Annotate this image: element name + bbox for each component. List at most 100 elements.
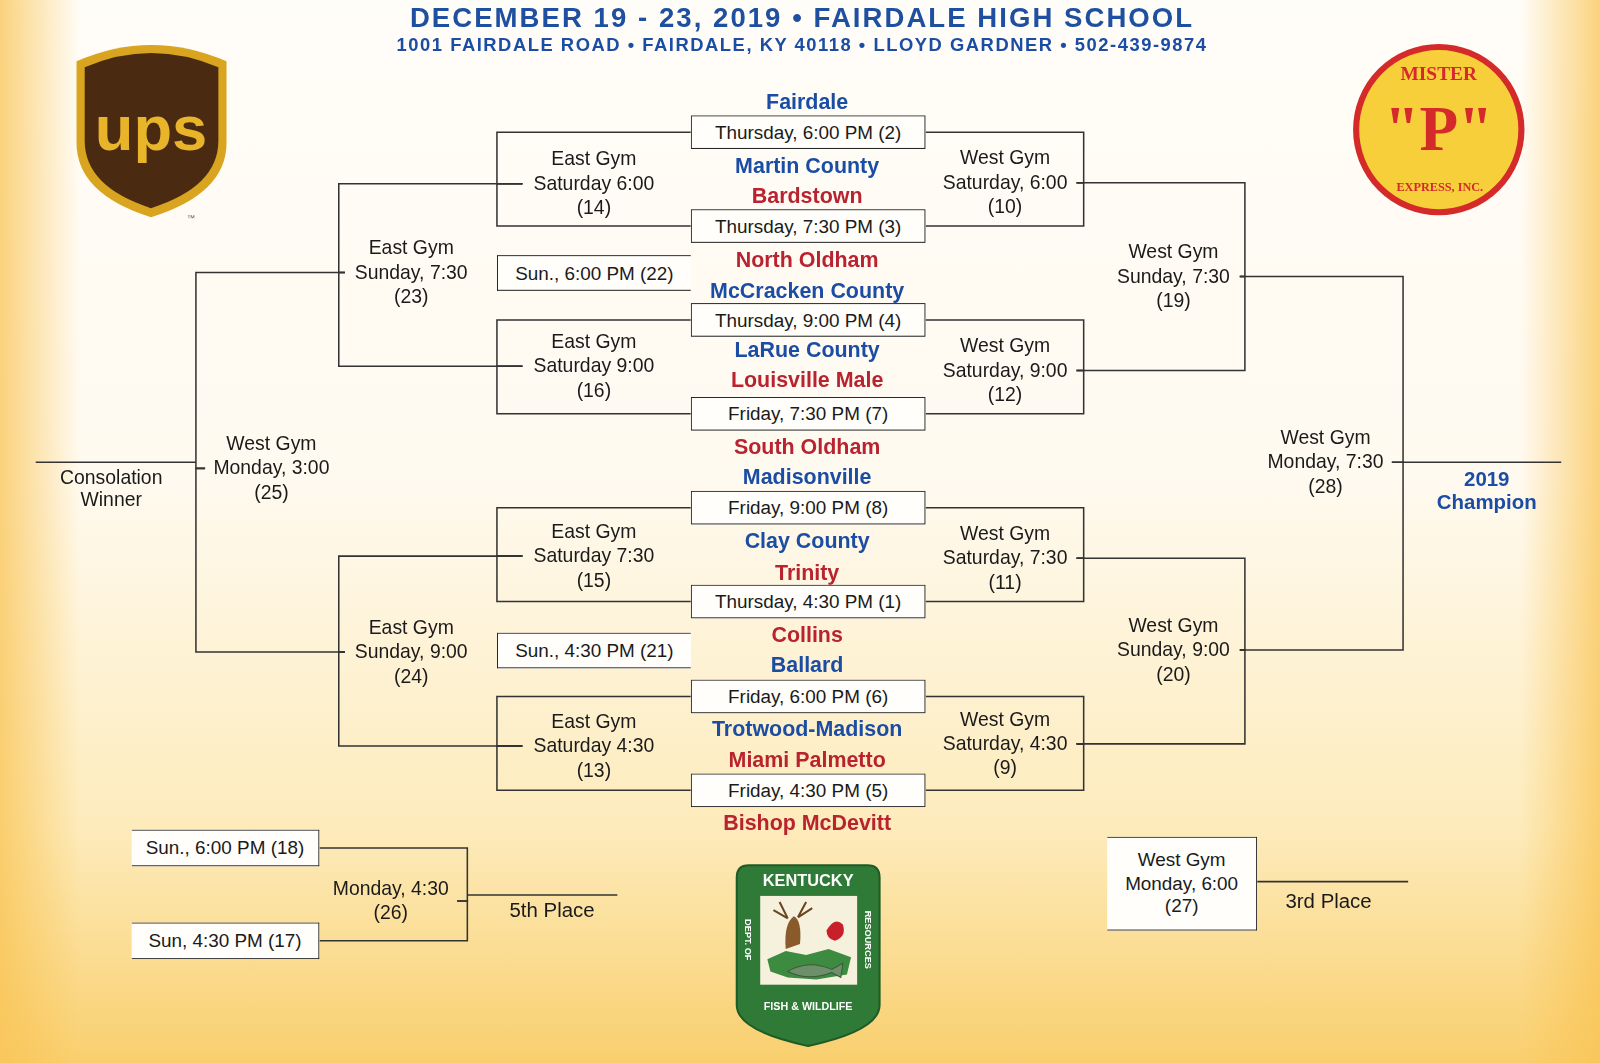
game-text: West Gym Saturday, 4:30 (9) <box>934 708 1077 781</box>
third-place-line <box>1257 881 1408 883</box>
team-name: Trinity <box>775 560 839 585</box>
game-box: Sun, 4:30 PM (17) <box>132 922 320 959</box>
game-text: Sun, 4:30 PM (17) <box>148 930 301 952</box>
game-text: Thursday, 9:00 PM (4) <box>715 309 901 331</box>
game-text: West Gym Sunday, 7:30 (19) <box>1107 240 1240 313</box>
game-text: East Gym Saturday 9:00 (16) <box>522 330 665 403</box>
bracket-line <box>339 272 523 366</box>
game-text: Friday, 9:00 PM (8) <box>728 496 888 518</box>
game-text: East Gym Sunday, 7:30 (23) <box>345 236 478 309</box>
game-text: East Gym Sunday, 9:00 (24) <box>345 616 478 689</box>
game-text: West Gym Sunday, 9:00 (20) <box>1107 614 1240 687</box>
game-info: East Gym Saturday 7:30 (15) <box>522 520 665 593</box>
game-text: Monday, 4:30 (26) <box>324 877 457 925</box>
antlers <box>773 902 812 918</box>
game-box: Sun., 4:30 PM (21) <box>497 633 691 669</box>
game-box: Friday, 9:00 PM (8) <box>691 491 926 525</box>
game-text: Friday, 6:00 PM (6) <box>728 685 888 707</box>
trademark: ™ <box>187 214 195 223</box>
logo-text: ups <box>95 92 207 165</box>
game-text: West Gym Saturday, 6:00 (10) <box>934 146 1077 219</box>
game-box: Thursday, 7:30 PM (3) <box>691 209 926 243</box>
game-info: East Gym Saturday 4:30 (13) <box>522 710 665 783</box>
game-text: Sun., 6:00 PM (22) <box>515 262 673 284</box>
badge-panel <box>760 896 857 985</box>
bracket-line <box>339 184 523 273</box>
title: DECEMBER 19 - 23, 2019 • FAIRDALE HIGH S… <box>410 3 1194 35</box>
game-box: Sun., 6:00 PM (22) <box>497 255 691 291</box>
team-name: Louisville Male <box>731 367 883 392</box>
game-box: Friday, 4:30 PM (5) <box>691 773 926 807</box>
fish-wildlife-badge <box>737 865 880 1046</box>
team-name: Madisonville <box>743 464 872 489</box>
address-line: 1001 FAIRDALE ROAD • FAIRDALE, KY 40118 … <box>397 34 1208 55</box>
team-name: Collins <box>771 622 842 647</box>
team-name: Martin County <box>735 154 879 179</box>
game-text: West Gym Saturday, 9:00 (12) <box>934 334 1077 407</box>
bass-fish <box>788 963 843 977</box>
game-text: Thursday, 6:00 PM (2) <box>715 121 901 143</box>
game-box: West Gym Monday, 6:00 (27) <box>1107 837 1257 931</box>
game-text: Sun., 4:30 PM (21) <box>515 639 673 661</box>
team-name: South Oldham <box>734 435 880 460</box>
logo-text: MISTER <box>1401 62 1477 84</box>
deer <box>785 916 800 949</box>
game-info: Monday, 4:30 (26) <box>324 877 457 925</box>
game-info: West Gym Monday, 3:00 (25) <box>205 432 338 505</box>
consolation-line <box>36 461 196 463</box>
fifth-place-line <box>467 894 617 896</box>
bracket-line <box>1077 558 1245 650</box>
game-text: West Gym Monday, 3:00 (25) <box>205 432 338 505</box>
team-name: Trotwood-Madison <box>712 716 902 741</box>
logo-text: "P" <box>1384 93 1493 166</box>
team-name: Ballard <box>771 653 844 678</box>
game-text: Thursday, 7:30 PM (3) <box>715 215 901 237</box>
champion-label: 2019 Champion <box>1431 467 1543 514</box>
logo-text: EXPRESS, INC. <box>1396 181 1483 195</box>
team-name: Clay County <box>745 528 870 553</box>
game-box: Thursday, 4:30 PM (1) <box>691 585 926 619</box>
game-text: West Gym Monday, 6:00 (27) <box>1107 849 1256 918</box>
game-text: Sun., 6:00 PM (18) <box>146 837 304 859</box>
team-name: Bishop McDevitt <box>723 810 891 835</box>
team-name: North Oldham <box>736 248 879 273</box>
game-text: Friday, 7:30 PM (7) <box>728 403 888 425</box>
badge-text: KENTUCKY <box>763 871 854 890</box>
team-name: LaRue County <box>735 338 880 363</box>
game-text: East Gym Saturday 4:30 (13) <box>522 710 665 783</box>
bracket-line <box>339 652 523 746</box>
place-label: 5th Place <box>509 898 594 921</box>
game-info: West Gym Sunday, 9:00 (20) <box>1107 614 1240 687</box>
champion-line <box>1403 461 1561 463</box>
place-label: 3rd Place <box>1285 889 1371 912</box>
game-text: East Gym Saturday 7:30 (15) <box>522 520 665 593</box>
game-info: West Gym Saturday, 6:00 (10) <box>934 146 1077 219</box>
game-text: East Gym Saturday 6:00 (14) <box>522 147 665 220</box>
cardinal <box>827 922 844 941</box>
game-info: East Gym Sunday, 9:00 (24) <box>345 616 478 689</box>
game-info: West Gym Saturday, 4:30 (9) <box>934 708 1077 781</box>
team-name: McCracken County <box>710 278 904 303</box>
team-name: Miami Palmetto <box>729 748 886 773</box>
game-box: Friday, 7:30 PM (7) <box>691 397 926 431</box>
team-name: Bardstown <box>752 184 863 209</box>
game-box: Thursday, 6:00 PM (2) <box>691 115 926 149</box>
mister-p-logo <box>1356 47 1521 212</box>
game-box: Thursday, 9:00 PM (4) <box>691 303 926 337</box>
game-text: Friday, 4:30 PM (5) <box>728 779 888 801</box>
game-info: East Gym Saturday 6:00 (14) <box>522 147 665 220</box>
badge-text: RESOURCES <box>863 911 874 969</box>
game-info: West Gym Monday, 7:30 (28) <box>1259 426 1392 499</box>
game-info: West Gym Saturday, 7:30 (11) <box>934 522 1077 595</box>
game-box: Friday, 6:00 PM (6) <box>691 680 926 714</box>
game-text: West Gym Monday, 7:30 (28) <box>1259 426 1392 499</box>
game-text: West Gym Saturday, 7:30 (11) <box>934 522 1077 595</box>
team-name: Fairdale <box>766 90 848 115</box>
game-info: East Gym Saturday 9:00 (16) <box>522 330 665 403</box>
badge-text: DEPT. OF <box>743 919 754 960</box>
game-info: West Gym Sunday, 7:30 (19) <box>1107 240 1240 313</box>
game-info: East Gym Sunday, 7:30 (23) <box>345 236 478 309</box>
kentucky-shape <box>767 949 851 980</box>
ups-shield <box>77 45 227 217</box>
game-info: West Gym Saturday, 9:00 (12) <box>934 334 1077 407</box>
